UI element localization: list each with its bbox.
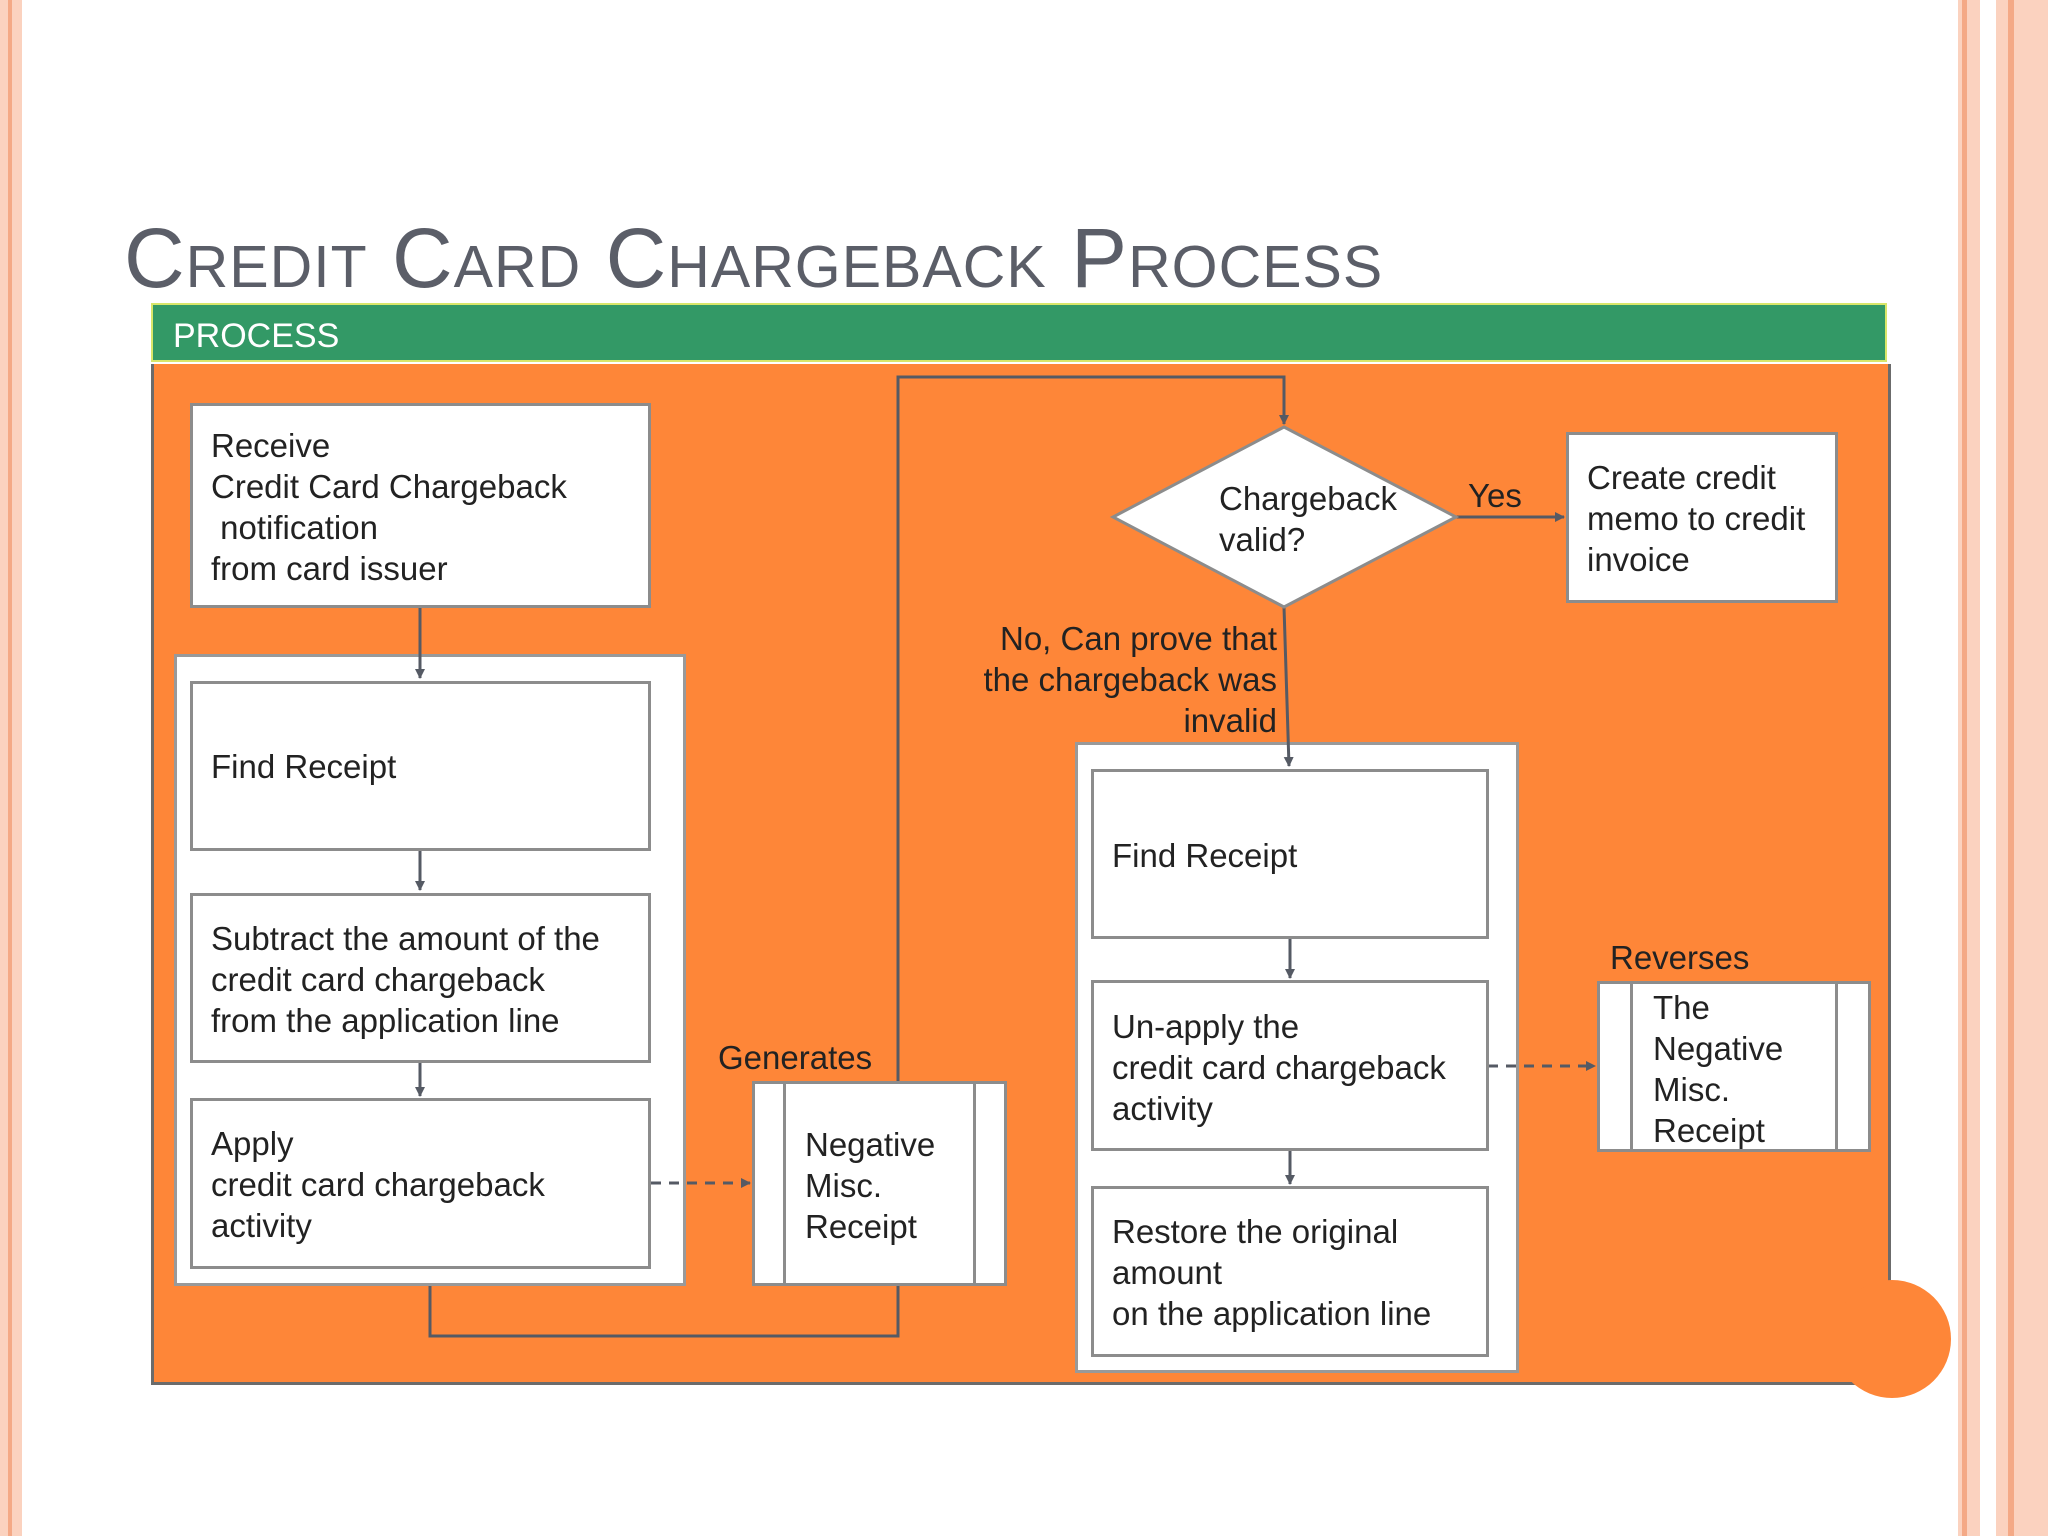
node-find-receipt-right: Find Receipt bbox=[1091, 769, 1489, 939]
edge-stripe-right bbox=[1958, 0, 2048, 1536]
arrow-no bbox=[1282, 606, 1294, 767]
node-create-credit-memo: Create credit memo to credit invoice bbox=[1566, 432, 1838, 603]
node-find-receipt-left: Find Receipt bbox=[190, 681, 651, 851]
edge-stripe-right-line-1 bbox=[1962, 0, 1967, 1536]
node-find-receipt-right-text: Find Receipt bbox=[1112, 837, 1298, 874]
arrow-to-decision bbox=[896, 375, 1289, 1081]
document-bar-left-2 bbox=[1630, 984, 1633, 1149]
decision-diamond bbox=[1109, 425, 1460, 609]
loop-connector bbox=[428, 1286, 900, 1338]
decision-text: Chargeback valid? bbox=[1219, 480, 1397, 558]
document-bar-right-2 bbox=[1835, 984, 1838, 1149]
document-bar-left bbox=[783, 1084, 786, 1283]
node-subtract-amount-text: Subtract the amount of the credit card c… bbox=[211, 920, 600, 1039]
page-title: Credit Card Chargeback Process bbox=[124, 211, 1384, 305]
edge-label-yes: Yes bbox=[1468, 477, 1522, 514]
node-unapply-activity: Un-apply the credit card chargeback acti… bbox=[1091, 980, 1489, 1151]
node-negative-misc-receipt: Negative Misc. Receipt bbox=[752, 1081, 1007, 1286]
node-find-receipt-left-text: Find Receipt bbox=[211, 748, 397, 785]
node-unapply-activity-text: Un-apply the credit card chargeback acti… bbox=[1112, 1008, 1446, 1127]
edge-label-no: No, Can prove that the chargeback was in… bbox=[983, 620, 1277, 739]
document-bar-right bbox=[973, 1084, 976, 1283]
node-restore-amount: Restore the original amount on the appli… bbox=[1091, 1186, 1489, 1357]
process-band: PROCESS bbox=[151, 303, 1887, 362]
node-negative-misc-receipt-text: Negative Misc. Receipt bbox=[805, 1126, 936, 1245]
node-subtract-amount: Subtract the amount of the credit card c… bbox=[190, 893, 651, 1063]
node-apply-activity-text: Apply credit card chargeback activity bbox=[211, 1125, 545, 1244]
edge-label-reverses: Reverses bbox=[1610, 939, 1750, 976]
node-receive-notification: Receive Credit Card Chargeback notificat… bbox=[190, 403, 651, 608]
edge-stripe-left-line bbox=[8, 0, 12, 1536]
node-the-negative-misc-receipt-text: The Negative Misc. Receipt bbox=[1653, 989, 1784, 1149]
decorative-circle bbox=[1833, 1280, 1951, 1398]
node-the-negative-misc-receipt: The Negative Misc. Receipt bbox=[1597, 981, 1871, 1152]
edge-stripe-right-line-2 bbox=[1980, 0, 1996, 1536]
edge-stripe-right-line-3 bbox=[2008, 0, 2014, 1536]
node-receive-notification-text: Receive Credit Card Chargeback notificat… bbox=[211, 427, 567, 587]
node-apply-activity: Apply credit card chargeback activity bbox=[190, 1098, 651, 1269]
node-create-credit-memo-text: Create credit memo to credit invoice bbox=[1587, 459, 1806, 578]
process-band-label: PROCESS bbox=[173, 317, 340, 355]
node-restore-amount-text: Restore the original amount on the appli… bbox=[1112, 1213, 1432, 1332]
edge-label-generates: Generates bbox=[718, 1039, 873, 1076]
